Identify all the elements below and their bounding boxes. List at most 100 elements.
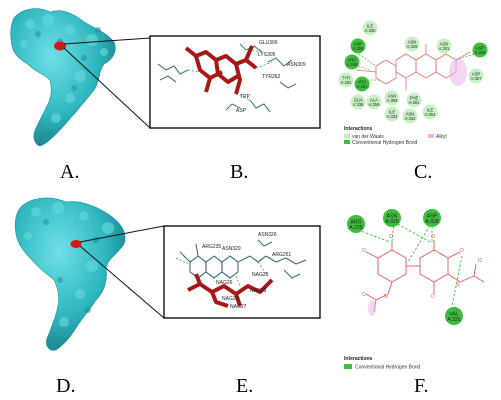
panel-e-label: E. bbox=[236, 375, 253, 397]
panel-f-ligand bbox=[365, 240, 485, 313]
panel-c-legend-swatch-alkyl bbox=[428, 134, 434, 138]
residue-circle bbox=[406, 92, 422, 108]
residue-number: A:328 bbox=[475, 50, 487, 55]
svg-text:O: O bbox=[478, 258, 482, 264]
panel-f-label: F. bbox=[414, 375, 429, 397]
svg-text:O: O bbox=[460, 248, 464, 254]
residue-name: ILE bbox=[427, 108, 433, 113]
panel-f-legend-swatch-hbond bbox=[344, 364, 352, 369]
residue-name: ASP bbox=[476, 46, 485, 51]
panel-a-label: A. bbox=[60, 161, 79, 183]
panel-f-alkyl-region bbox=[368, 300, 376, 316]
panel-e-residue-label: ASN329 bbox=[222, 246, 241, 252]
residue-circle bbox=[472, 42, 488, 58]
panel-b-residue-label: LYS305 bbox=[258, 52, 276, 58]
residue-name: ARG bbox=[350, 220, 361, 226]
panel-f-legend-hbond: Conventional Hydrogen Bond bbox=[355, 365, 421, 371]
residue-number: A:329 bbox=[407, 44, 419, 49]
residue-circle bbox=[468, 68, 484, 84]
residue-name: ASP bbox=[354, 42, 363, 47]
panel-e-residue-sticks bbox=[179, 239, 307, 279]
residue-name: ILE bbox=[367, 24, 373, 29]
residue-circle bbox=[384, 106, 400, 122]
residue-number: A:235 bbox=[349, 225, 363, 231]
residue-circle bbox=[347, 215, 365, 233]
residue-circle bbox=[354, 76, 370, 92]
residue-name: ILE bbox=[389, 110, 395, 115]
panel-c-legend-hbond: Conventional Hydrogen Bond bbox=[352, 140, 418, 146]
residue-number: A:332 bbox=[387, 114, 399, 119]
svg-text:N: N bbox=[384, 294, 388, 300]
residue-name: ASN bbox=[440, 42, 449, 47]
residue-name: ARG bbox=[347, 58, 356, 63]
residue-number: A:251 bbox=[357, 84, 369, 89]
residue-circle bbox=[422, 104, 438, 120]
panel-c-legend-title: Interactions bbox=[344, 126, 373, 132]
residue-number: A:259 bbox=[369, 102, 381, 107]
panel-c-hbonds bbox=[351, 51, 475, 81]
residue-name: VAL bbox=[449, 312, 459, 318]
residue-number: A:262 bbox=[341, 80, 353, 85]
svg-text:O: O bbox=[431, 234, 435, 240]
residue-name: ASN bbox=[387, 214, 398, 220]
panel-e-residue-label: NAG28 bbox=[252, 272, 269, 278]
residue-number: A:331 bbox=[439, 46, 451, 51]
panel-b-label: B. bbox=[230, 161, 248, 183]
panel-b-ligand bbox=[184, 45, 258, 95]
residue-circle bbox=[402, 108, 418, 124]
panel-b-residue-label: GLU306 bbox=[259, 40, 278, 46]
residue-number: A:329 bbox=[385, 219, 399, 225]
residue-number: A:326 bbox=[447, 317, 461, 323]
residue-name: ASN bbox=[408, 40, 417, 45]
svg-text:O: O bbox=[431, 294, 435, 300]
panel-c-legend-vdw: van der Waals bbox=[352, 134, 384, 140]
panel-b-residue-label: TRP bbox=[240, 94, 251, 100]
residue-circle bbox=[436, 38, 452, 54]
residue-circle bbox=[404, 36, 420, 52]
panel-c-label: C. bbox=[414, 161, 432, 183]
panel-f-legend: Interactions Conventional Hydrogen Bond bbox=[344, 356, 421, 371]
residue-number: A:336 bbox=[353, 102, 365, 107]
residue-name: ARG bbox=[357, 80, 366, 85]
residue-circle bbox=[445, 307, 463, 325]
svg-text:O: O bbox=[389, 234, 393, 240]
svg-text:O: O bbox=[362, 292, 366, 298]
residue-circle bbox=[384, 90, 400, 106]
residue-circle bbox=[366, 94, 382, 110]
residue-number: A:264 bbox=[425, 112, 437, 117]
panel-c-legend-swatch-vdw bbox=[343, 133, 351, 139]
panel-e-residue-label: NAG29 bbox=[222, 296, 239, 302]
panel-d-label: D. bbox=[56, 375, 75, 397]
panel-e-residue-labels: ASN326 ARG235 ASN329 ARG251 NAG28 NAG26 … bbox=[202, 232, 291, 310]
residue-number: A:248 bbox=[347, 62, 359, 67]
residue-name: PHE bbox=[410, 96, 419, 101]
panel-b-hbonds bbox=[187, 49, 273, 101]
panel-e-residue-label: ASN326 bbox=[258, 232, 277, 238]
residue-name: ASN bbox=[406, 112, 415, 117]
panel-e-hbonds bbox=[175, 257, 267, 287]
panel-f-legend-title: Interactions bbox=[344, 356, 373, 362]
residue-circle bbox=[423, 209, 441, 227]
panel-f-atom-labels: O O O O N N O O O bbox=[362, 234, 482, 300]
residue-circle bbox=[350, 38, 366, 54]
residue-circle bbox=[362, 20, 378, 36]
panel-d-ligand-site bbox=[70, 240, 82, 248]
residue-name: ASN bbox=[388, 94, 397, 99]
residue-circle bbox=[383, 209, 401, 227]
residue-number: A:327 bbox=[471, 76, 483, 81]
panel-a-ligand-site bbox=[54, 41, 66, 51]
